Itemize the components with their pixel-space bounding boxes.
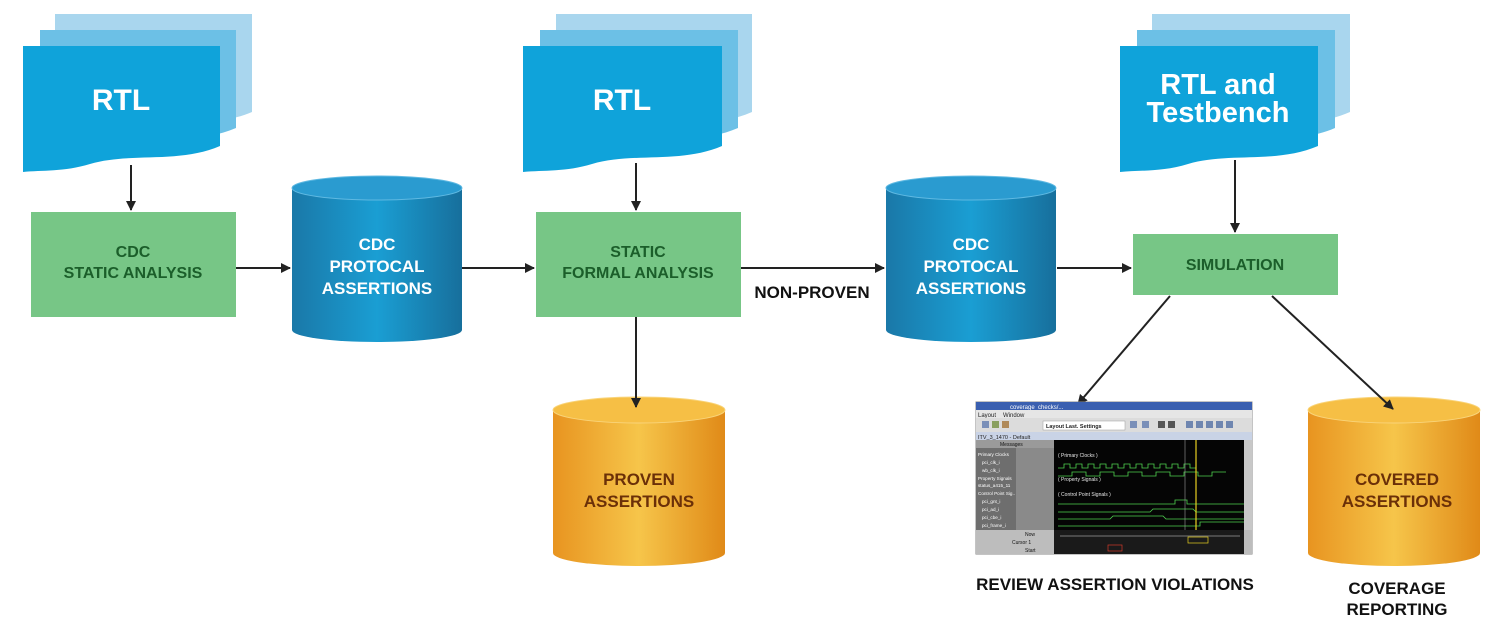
- waveform-tab: ITV_3_1470 - Default: [978, 435, 1031, 441]
- covered-line1: COVERED: [1355, 470, 1439, 489]
- signal-name: pci_ad_i: [982, 507, 999, 512]
- simulation-label: SIMULATION: [1186, 257, 1284, 274]
- group-label: ( Primary Clocks ): [1058, 453, 1098, 459]
- clock-trace-1: [1058, 463, 1196, 469]
- waveform-signal-names: Primary Clocks pci_clk_i wb_clk_i Proper…: [978, 452, 1015, 528]
- cdc-static-analysis-box: CDC STATIC ANALYSIS: [31, 212, 236, 317]
- simulation-box: SIMULATION: [1133, 234, 1338, 295]
- proven-line2: ASSERTIONS: [584, 492, 695, 511]
- rtl-testbench-document-label-line1: RTL and: [1160, 69, 1275, 101]
- signal-name: pci_frame_i: [982, 523, 1006, 528]
- arrow-simulation-to-review: [1077, 295, 1171, 405]
- signal-name: Property Signals: [978, 476, 1012, 481]
- static-formal-analysis-box: STATIC FORMAL ANALYSIS: [536, 212, 741, 317]
- signal-name: Primary Clocks: [978, 452, 1010, 457]
- db1-line1: CDC: [359, 235, 396, 254]
- waveform-viewer-screenshot: coverage_checks/... Layout Window Layout…: [975, 401, 1253, 555]
- rtl-testbench-document-label-line2: Testbench: [1147, 97, 1290, 129]
- non-proven-label: NON-PROVEN: [754, 283, 869, 302]
- group-label: ( Property Signals ): [1058, 477, 1101, 483]
- waveform-menu-window: Window: [1003, 413, 1025, 419]
- footer-now: Now: [1025, 532, 1035, 538]
- cdc-static-analysis-line2: STATIC ANALYSIS: [64, 265, 203, 282]
- signal-name: pci_gnt_i: [982, 499, 1000, 504]
- review-violations-caption: REVIEW ASSERTION VIOLATIONS: [976, 575, 1254, 594]
- waveform-group-labels: ( Primary Clocks ) ( Property Signals ) …: [1058, 453, 1111, 498]
- rtl-document-1-label: RTL: [92, 84, 150, 117]
- arrow-simulation-to-covered: [1271, 295, 1394, 410]
- data-trace-2: [1058, 508, 1244, 513]
- cdc-protocol-assertions-db-1: CDC PROTOCAL ASSERTIONS: [291, 175, 463, 342]
- clock-trace-2: [1058, 471, 1226, 477]
- db1-line3: ASSERTIONS: [322, 279, 433, 298]
- static-formal-analysis-line2: FORMAL ANALYSIS: [562, 265, 714, 282]
- signal-name: Control Point Sig..: [978, 491, 1015, 496]
- cdc-protocol-assertions-db-2: CDC PROTOCAL ASSERTIONS: [885, 175, 1057, 342]
- db2-line2: PROTOCAL: [923, 257, 1018, 276]
- cdc-static-analysis-line1: CDC: [116, 244, 151, 261]
- covered-line2: ASSERTIONS: [1342, 492, 1453, 511]
- waveform-footer: Now Cursor 1 Start: [1012, 532, 1036, 554]
- signal-name: pci_clk_i: [982, 460, 1000, 465]
- signal-name: wb_clk_i: [982, 468, 1000, 473]
- db2-line1: CDC: [953, 235, 990, 254]
- coverage-reporting-caption-line2: REPORTING: [1346, 600, 1447, 619]
- flow-arrows: [126, 160, 1394, 410]
- footer-cursor: Cursor 1: [1012, 540, 1031, 546]
- signal-name: status_a415_11: [978, 483, 1011, 488]
- signal-name: pci_cbe_i: [982, 515, 1001, 520]
- coverage-reporting-caption-line1: COVERAGE: [1348, 579, 1445, 598]
- waveform-messages-header: Messages: [1000, 442, 1023, 448]
- rtl-testbench-document: RTL and Testbench: [1120, 14, 1350, 172]
- waveform-layout-select: Layout Last. Settings: [1046, 424, 1102, 430]
- waveform-title: coverage_checks/...: [1010, 405, 1064, 411]
- rtl-document-2: RTL: [523, 14, 752, 172]
- proven-line1: PROVEN: [603, 470, 675, 489]
- data-trace-4: [1058, 521, 1244, 527]
- proven-assertions-db: PROVEN ASSERTIONS: [552, 396, 726, 566]
- rtl-document-2-label: RTL: [593, 84, 651, 117]
- db2-line3: ASSERTIONS: [916, 279, 1027, 298]
- waveform-menu-layout: Layout: [978, 413, 996, 419]
- db1-line2: PROTOCAL: [329, 257, 424, 276]
- covered-assertions-db: COVERED ASSERTIONS: [1307, 396, 1481, 566]
- group-label: ( Control Point Signals ): [1058, 492, 1111, 498]
- data-trace-3: [1058, 515, 1244, 520]
- static-formal-analysis-line1: STATIC: [610, 244, 666, 261]
- rtl-document-1: RTL: [23, 14, 252, 172]
- footer-start: Start: [1025, 548, 1036, 554]
